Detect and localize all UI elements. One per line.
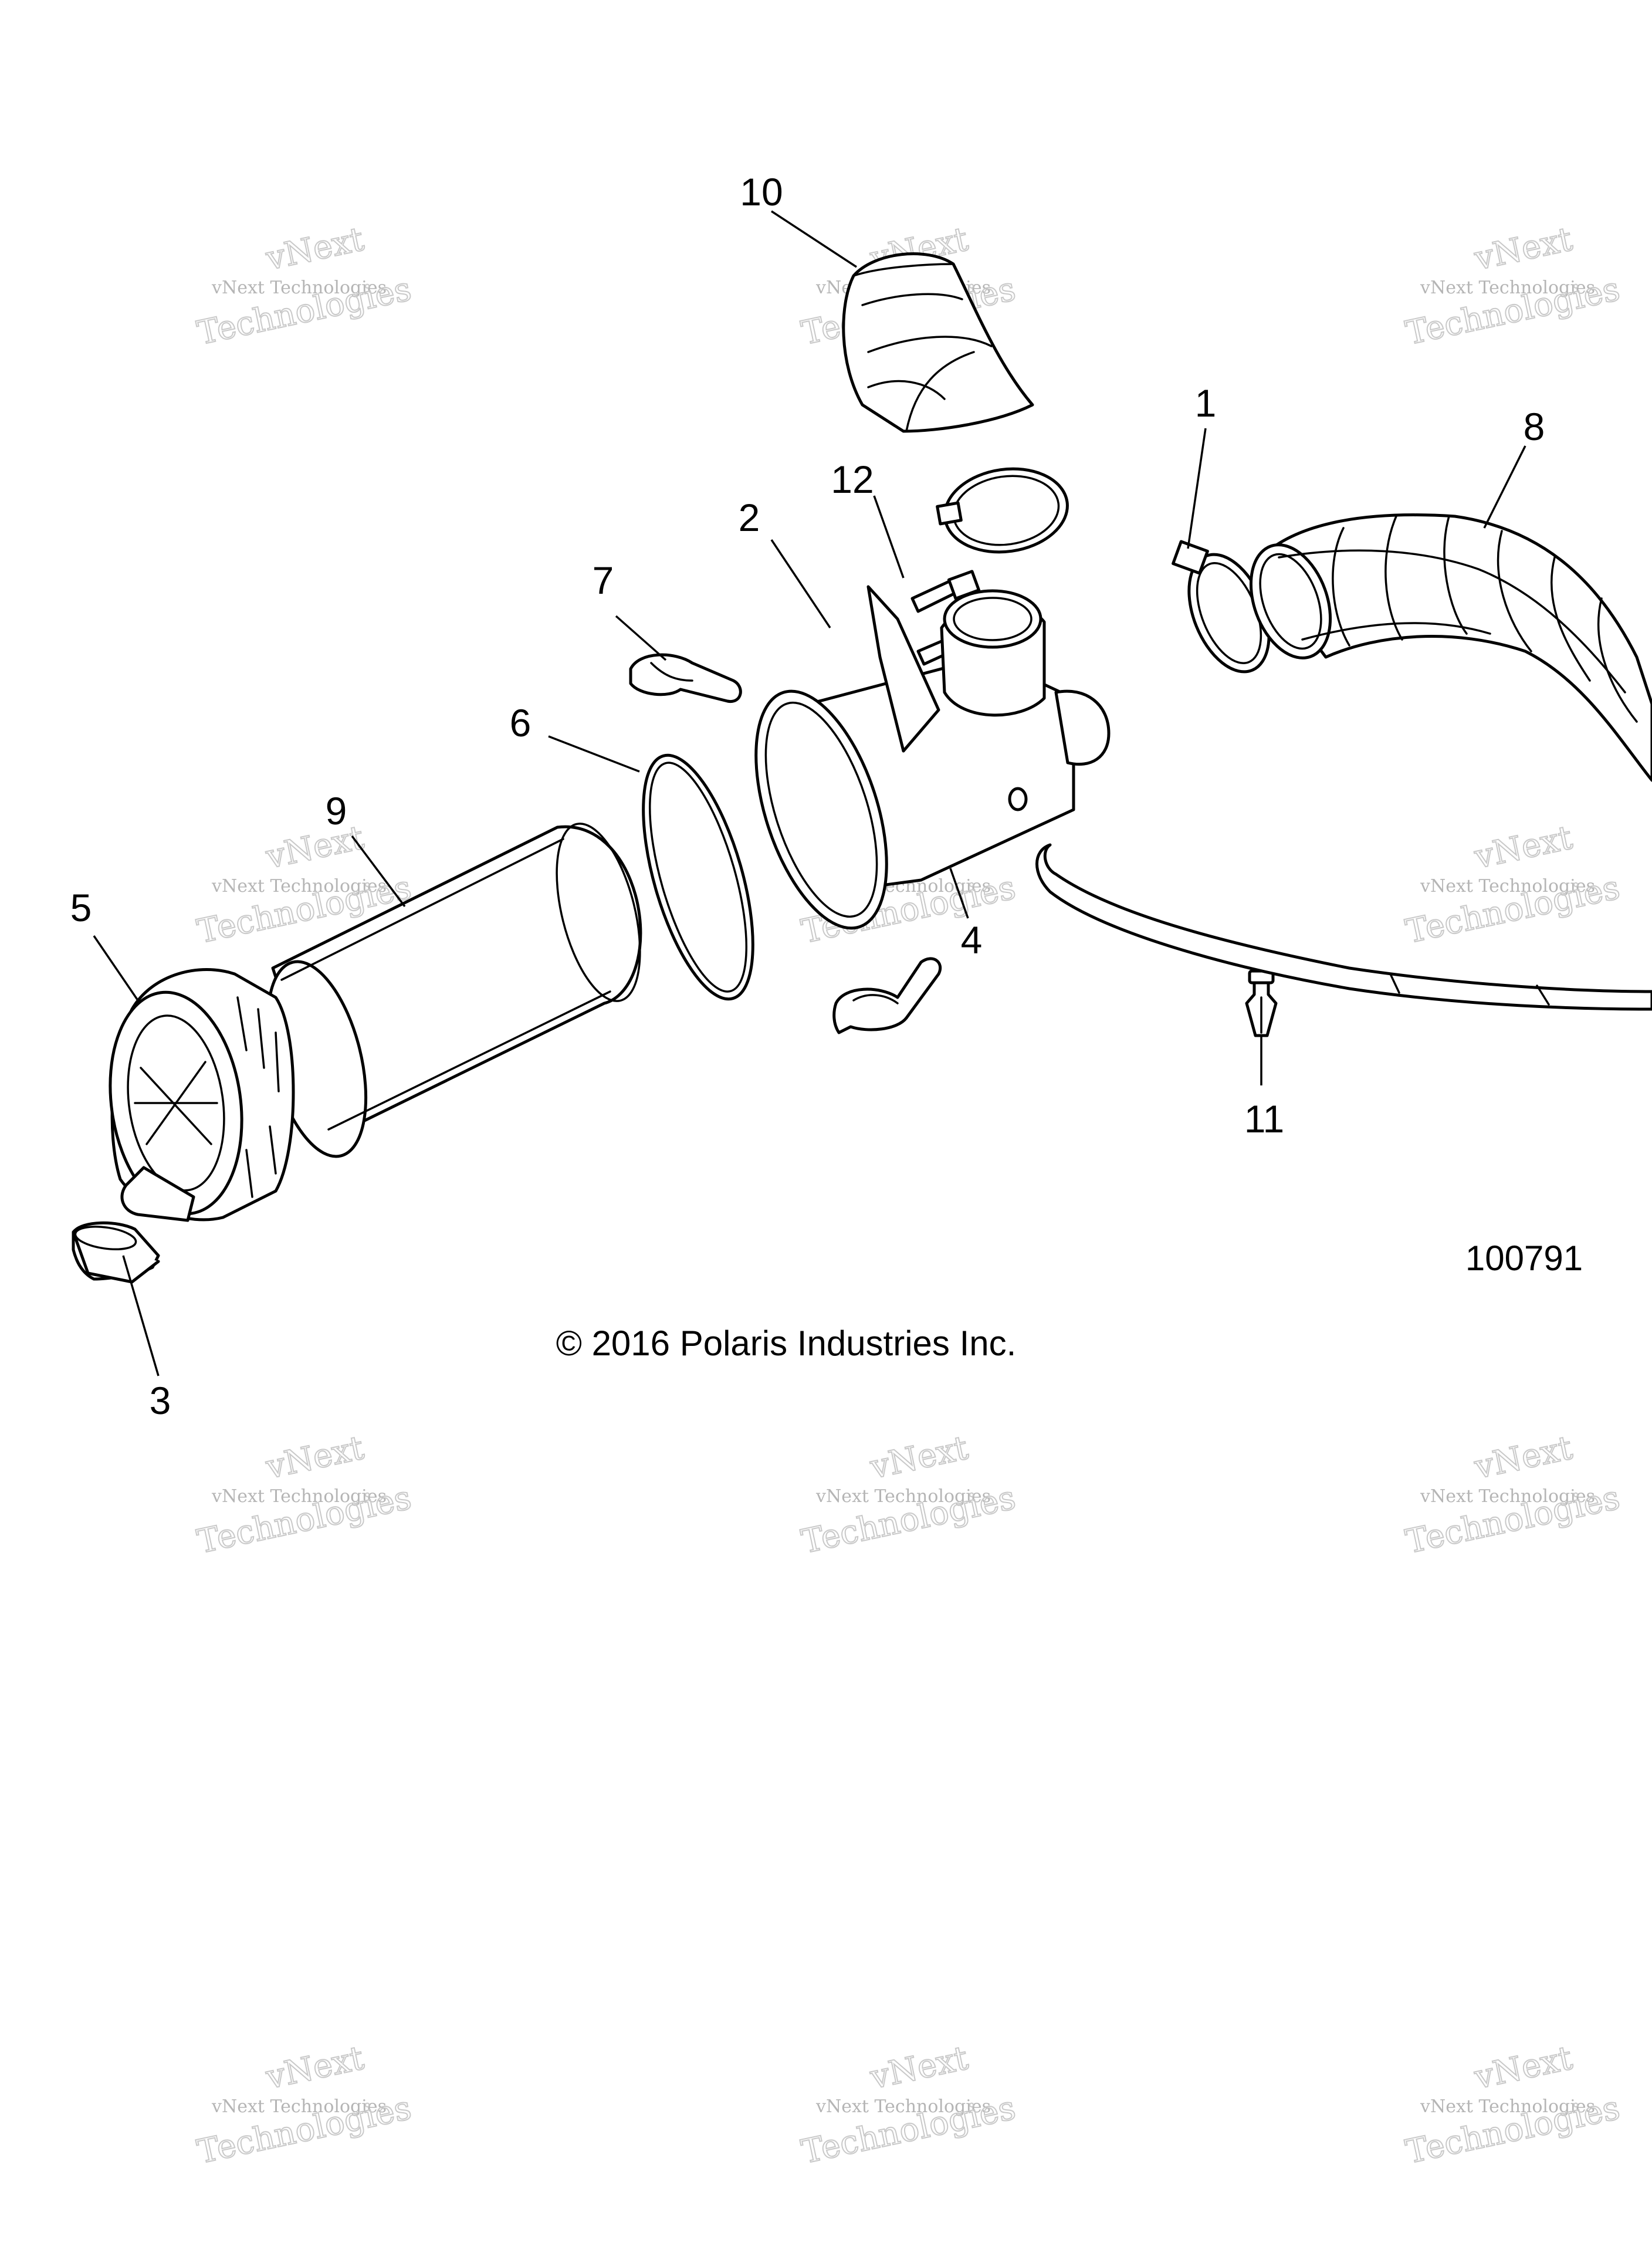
- watermark-line-2: vNext Technologies: [1420, 2096, 1595, 2117]
- watermark-line-1: vNext: [262, 1429, 367, 1487]
- callout-8: 8: [1524, 405, 1545, 448]
- watermark-line-2: vNext Technologies: [211, 1486, 387, 1507]
- watermark-line-1: vNext: [1471, 1429, 1576, 1487]
- part-9-air-filter: [266, 823, 642, 1158]
- leader-1: [1187, 428, 1207, 549]
- leader-6: [548, 735, 640, 773]
- callout-9: 9: [326, 789, 347, 833]
- leader-12: [873, 495, 905, 579]
- part-8-intake-hose: [1249, 513, 1652, 782]
- watermark-line-2: vNext Technologies: [211, 278, 387, 298]
- watermark-line-1: vNext: [1471, 2039, 1576, 2097]
- callout-7: 7: [593, 559, 614, 602]
- callout-11: 11: [1244, 1097, 1285, 1141]
- callout-5: 5: [70, 886, 92, 929]
- leader-10: [771, 210, 857, 268]
- watermark-line-1: vNext: [262, 2039, 367, 2097]
- callout-10: 10: [740, 170, 783, 214]
- watermark-line-2: vNext Technologies: [1420, 876, 1595, 897]
- callout-12: 12: [831, 458, 874, 501]
- copyright-notice: © 2016 Polaris Industries Inc.: [556, 1324, 1017, 1363]
- part-5-end-cover: [109, 968, 295, 1222]
- watermark-line-2: vNext Technologies: [815, 2096, 991, 2117]
- callout-3: 3: [150, 1379, 171, 1422]
- watermark-line-2: vNext Technologies: [1420, 1486, 1595, 1507]
- callout-4: 4: [961, 918, 983, 962]
- part-7-spring-clip-upper: [629, 653, 742, 703]
- part-6-gasket: [642, 753, 754, 1001]
- watermark-line-2: vNext Technologies: [211, 2096, 387, 2117]
- leader-3: [122, 1255, 160, 1376]
- part-11-push-rivet: [1245, 969, 1278, 1037]
- callouts: 1 2 3 4 5 6 7 8 9 10 11 12: [70, 170, 1545, 1422]
- leader-2: [770, 539, 831, 628]
- part-7-spring-clip-lower: [832, 957, 942, 1034]
- callout-6: 6: [510, 701, 532, 745]
- callout-1: 1: [1195, 381, 1217, 425]
- watermark-line-1: vNext: [262, 220, 367, 278]
- leader-lines: [93, 210, 1526, 1376]
- leader-4: [949, 868, 969, 919]
- part-4-airbox-housing: [754, 585, 1111, 930]
- watermark-line-1: vNext: [262, 818, 367, 877]
- callout-2: 2: [739, 496, 760, 539]
- leader-5: [93, 935, 139, 1001]
- leader-9: [351, 835, 406, 908]
- watermark-line-1: vNext: [866, 1429, 971, 1487]
- leader-7: [615, 615, 667, 661]
- leader-8: [1483, 445, 1526, 529]
- watermark-line-1: vNext: [1471, 220, 1576, 278]
- watermark-line-1: vNext: [1471, 818, 1576, 877]
- part-1-hose-clamp: [1172, 540, 1271, 674]
- part-3-drain-valve: [72, 1221, 160, 1284]
- watermark-line-2: vNext Technologies: [211, 876, 387, 897]
- watermark-line-2: vNext Technologies: [1420, 278, 1595, 298]
- part-10-intake-elbow: [842, 252, 1034, 433]
- watermark-line-1: vNext: [866, 2039, 971, 2097]
- breather-tube: [1035, 843, 1652, 1011]
- watermark-line-2: vNext Technologies: [815, 1486, 991, 1507]
- figure-number: 100791: [1465, 1239, 1583, 1278]
